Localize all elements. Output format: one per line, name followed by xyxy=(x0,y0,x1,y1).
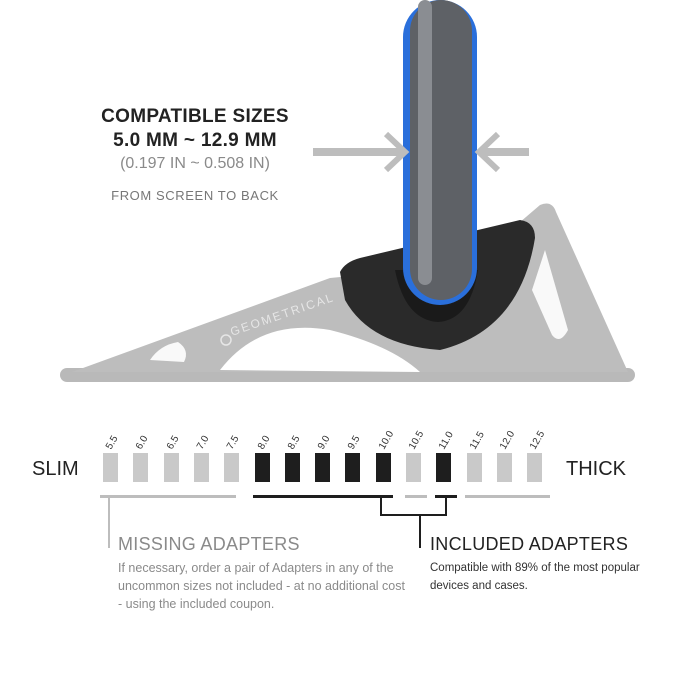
arrow-left-icon xyxy=(383,131,410,173)
arrow-left-shaft xyxy=(313,148,401,156)
included-adapters-title: INCLUDED ADAPTERS xyxy=(430,534,629,554)
included-bar xyxy=(253,495,393,498)
slim-label: SLIM xyxy=(32,458,79,480)
included-adapters-desc: Compatible with 89% of the most popular … xyxy=(430,562,640,592)
included-connector xyxy=(380,498,447,516)
stand-cutout-right xyxy=(532,250,568,339)
missing-bar-left xyxy=(100,495,236,498)
stand-illustration: GEOMETRICAL xyxy=(60,0,635,382)
arrow-right-shaft xyxy=(479,148,529,156)
arrow-right-icon xyxy=(474,131,501,173)
missing-bar-mid xyxy=(405,495,427,498)
stand-cutout-middle xyxy=(220,327,420,372)
included-bar-11 xyxy=(435,495,457,498)
thick-label: THICK xyxy=(566,458,626,480)
size-range-mm: 5.0 MM ~ 12.9 MM xyxy=(113,130,277,151)
phone-highlight xyxy=(418,0,432,285)
compatible-sizes-heading: COMPATIBLE SIZES xyxy=(101,106,289,127)
missing-adapters-title: MISSING ADAPTERS xyxy=(118,534,300,554)
missing-adapters-desc: If necessary, order a pair of Adapters i… xyxy=(118,561,405,611)
missing-bar-right xyxy=(465,495,550,498)
measure-note: FROM SCREEN TO BACK xyxy=(111,188,279,203)
brand-logo-icon xyxy=(220,334,232,346)
stand-cutout-left xyxy=(150,342,186,362)
size-range-in: (0.197 IN ~ 0.508 IN) xyxy=(120,155,270,172)
